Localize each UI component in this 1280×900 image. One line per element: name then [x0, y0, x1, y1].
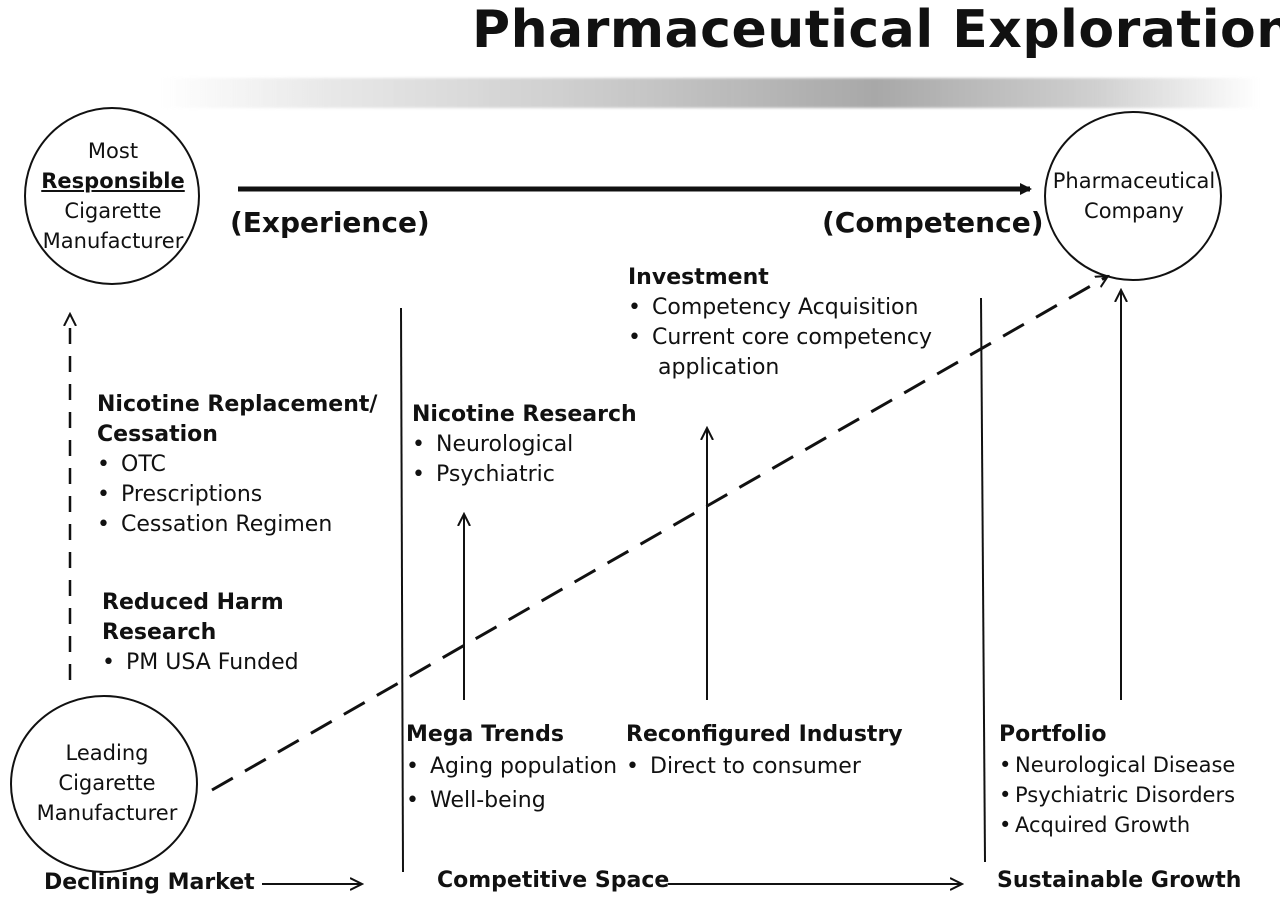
footer-declining-market: Declining Market: [44, 870, 255, 895]
reduced-harm-block: Reduced Harm Research PM USA Funded: [102, 588, 299, 678]
scan-smear: [160, 78, 1260, 108]
nicotine-research-heading: Nicotine Research: [412, 402, 637, 427]
nicotine-replacement-block: Nicotine Replacement/ Cessation OTC Pres…: [97, 390, 377, 540]
nicotine-replacement-list: OTC Prescriptions Cessation Regimen: [97, 450, 377, 540]
divider-left: [400, 307, 404, 873]
list-item: PM USA Funded: [102, 648, 299, 678]
nicotine-research-block: Nicotine Research Neurological Psychiatr…: [412, 400, 637, 490]
investment-heading: Investment: [628, 265, 769, 290]
manufacturer-text: Manufacturer: [42, 229, 184, 253]
reconfigured-industry-block: Reconfigured Industry Direct to consumer: [626, 720, 903, 784]
portfolio-block: Portfolio Neurological Disease Psychiatr…: [999, 720, 1235, 840]
company-text: Company: [1084, 199, 1184, 223]
list-item: Acquired Growth: [999, 810, 1235, 840]
circle-leading-manufacturer: [10, 695, 198, 873]
list-item: Current core competency: [628, 323, 932, 353]
nicotine-replacement-heading-2: Cessation: [97, 422, 218, 447]
label-leading-manufacturer: Leading Cigarette Manufacturer: [22, 738, 192, 828]
list-item: Psychiatric: [412, 460, 637, 490]
most-text: Most: [87, 139, 139, 163]
divider-right: [980, 297, 986, 863]
cigarette-text-bottom: Cigarette: [58, 771, 156, 795]
list-item: Aging population: [406, 750, 617, 784]
leading-text: Leading: [65, 741, 149, 765]
investment-continuation: application: [658, 355, 780, 380]
dashed-arrow-diagonal: [211, 274, 1108, 792]
nicotine-research-list: Neurological Psychiatric: [412, 430, 637, 490]
reconfigured-industry-list: Direct to consumer: [626, 750, 903, 784]
reconfigured-industry-heading: Reconfigured Industry: [626, 722, 903, 747]
experience-label: (Experience): [230, 206, 430, 239]
reduced-harm-heading-2: Research: [102, 620, 217, 645]
list-item: Well-being: [406, 784, 617, 818]
page-title: Pharmaceutical Exploration: [472, 0, 1280, 60]
label-most-responsible: Most Responsible Cigarette Manufacturer: [28, 136, 198, 256]
list-item: Direct to consumer: [626, 750, 903, 784]
list-item: Neurological Disease: [999, 750, 1235, 780]
list-item: Competency Acquisition: [628, 293, 932, 323]
mega-trends-heading: Mega Trends: [406, 722, 564, 747]
list-item: Psychiatric Disorders: [999, 780, 1235, 810]
reduced-harm-list: PM USA Funded: [102, 648, 299, 678]
list-item: Cessation Regimen: [97, 510, 377, 540]
circle-pharmaceutical-company: [1044, 111, 1222, 281]
mega-trends-list: Aging population Well-being: [406, 750, 617, 818]
pharmaceutical-text: Pharmaceutical: [1052, 169, 1216, 193]
list-item: OTC: [97, 450, 377, 480]
nicotine-replacement-heading-1: Nicotine Replacement/: [97, 392, 378, 417]
portfolio-list: Neurological Disease Psychiatric Disorde…: [999, 750, 1235, 840]
list-item: Prescriptions: [97, 480, 377, 510]
investment-block: Investment Competency Acquisition Curren…: [628, 263, 932, 383]
mega-trends-block: Mega Trends Aging population Well-being: [406, 720, 617, 818]
footer-sustainable-growth: Sustainable Growth: [997, 868, 1242, 893]
label-pharmaceutical-company: Pharmaceutical Company: [1044, 166, 1224, 226]
footer-competitive-space: Competitive Space: [437, 868, 670, 893]
list-item: Neurological: [412, 430, 637, 460]
circle-most-responsible: [24, 107, 200, 285]
responsible-text: Responsible: [41, 169, 185, 193]
portfolio-heading: Portfolio: [999, 722, 1107, 747]
manufacturer-text-bottom: Manufacturer: [36, 801, 178, 825]
competence-label: (Competence): [822, 206, 1044, 239]
reduced-harm-heading-1: Reduced Harm: [102, 590, 284, 615]
cigarette-text: Cigarette: [64, 199, 162, 223]
investment-list: Competency Acquisition Current core comp…: [628, 293, 932, 353]
